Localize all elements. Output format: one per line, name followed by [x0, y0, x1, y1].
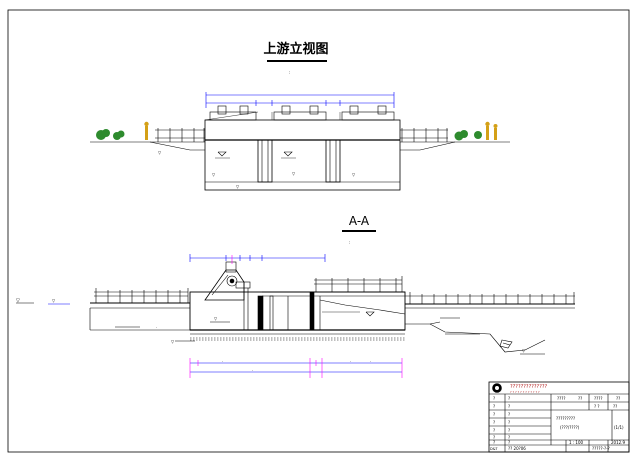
right-railing: [400, 128, 448, 142]
company-subtitle: ? ? ? ? ? ? ? ? ? ? ? ?: [510, 390, 540, 394]
right-landscape: [454, 121, 498, 141]
svg-text:.: .: [156, 324, 157, 329]
section-stone-symbol: [499, 339, 513, 349]
svg-text:▽: ▽: [236, 184, 240, 189]
tb-row-value: ?: [508, 440, 510, 445]
tb-drawing-no: ?????-?-?: [592, 446, 610, 451]
tb-row-label: ?: [493, 412, 495, 417]
svg-text:▽: ▽: [158, 150, 162, 155]
svg-text:▽: ▽: [214, 316, 218, 321]
svg-text:.: .: [222, 358, 223, 363]
section-dimension-text: . . . .: [222, 358, 371, 372]
tb-row-label: ?: [493, 404, 495, 409]
sheet-border: [7, 9, 630, 453]
svg-text:▽: ▽: [352, 172, 356, 177]
section-foundation: [190, 337, 405, 341]
svg-text:▽: ▽: [171, 339, 175, 344]
tb-drawing-name: (???/????): [560, 425, 580, 430]
section-a-a: ▽ ▽ . ▽: [16, 254, 575, 378]
section-left-railing-posts: [95, 288, 189, 303]
tb-footer-b: D&T: [490, 447, 498, 451]
section-bottom-dimensions: [190, 362, 402, 373]
upstream-elevation: ▽ ▽ ▽ ▽ ▽: [90, 92, 510, 191]
tb-row-label: ?: [493, 420, 495, 425]
section-top-dimensions: [189, 254, 326, 262]
section-bottom-dimension-ticks: [189, 358, 403, 378]
tb-project: ?????????: [556, 416, 575, 421]
tb-row-labels: ??????????????: [493, 396, 510, 445]
tb-scale: 1 : 100: [569, 440, 584, 445]
svg-text:▽: ▽: [212, 172, 216, 177]
tb-row-label: ?: [493, 435, 495, 440]
svg-text:▽: ▽: [292, 171, 296, 176]
svg-text:.: .: [370, 358, 371, 363]
title-block: [488, 381, 630, 453]
tb-row-value: ?: [508, 412, 510, 417]
upstream-scale-mark: :: [289, 70, 290, 75]
tb-row2-a: ? ?: [594, 404, 600, 409]
tb-row-value: ?: [508, 435, 510, 440]
title-block-text: ?????????????? ? ? ? ? ? ? ? ? ? ? ? ? ?…: [490, 384, 625, 451]
svg-text:▽: ▽: [522, 348, 526, 353]
tb-sheet: (1/1): [614, 425, 624, 430]
svg-text:.: .: [350, 358, 351, 363]
left-railing: [155, 128, 205, 142]
upstream-elevation-title: 上游立视图: [263, 41, 328, 57]
svg-text:▽: ▽: [16, 298, 20, 304]
section-scale-mark: :: [349, 240, 350, 245]
upstream-dimension-lines: [205, 92, 395, 108]
tb-row-value: ?: [508, 396, 510, 401]
tb-row1-a: ????: [557, 396, 566, 401]
tb-row-label: ?: [493, 396, 495, 401]
svg-text:.: .: [440, 326, 441, 331]
tb-row1-d: ??: [616, 396, 620, 401]
tb-date: 2012.9: [611, 440, 625, 445]
tb-row-label: ?: [493, 428, 495, 433]
tb-row1-b: ??: [578, 396, 582, 401]
tb-row-value: ?: [508, 428, 510, 433]
left-landscape: [96, 121, 149, 140]
tb-row-label: ?: [493, 440, 495, 445]
tb-row1-c: ????: [594, 396, 603, 401]
tb-row2-b: ??: [613, 404, 617, 409]
section-right-railing-posts: [409, 292, 575, 304]
company-name: ??????????????: [510, 384, 547, 390]
tb-row-value: ?: [508, 404, 510, 409]
tb-footer-a: ?? 20?06: [508, 446, 526, 451]
section-title: A-A: [349, 214, 370, 228]
svg-text:.: .: [252, 367, 253, 372]
svg-text:▽: ▽: [52, 298, 56, 303]
tb-row-value: ?: [508, 420, 510, 425]
